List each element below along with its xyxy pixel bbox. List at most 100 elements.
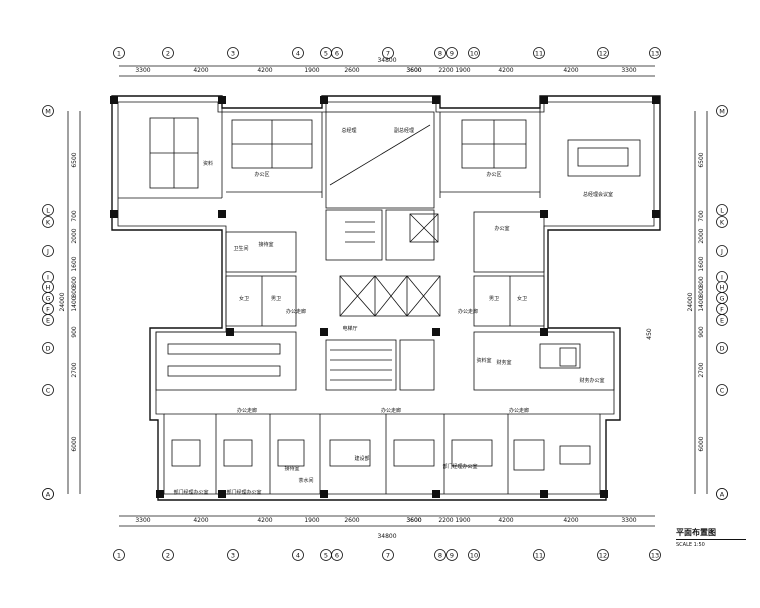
grid-col-top-10: 10 [470, 49, 478, 57]
grid-col-bottom-2-circle [162, 549, 174, 561]
room-label-6: 接待室 [258, 241, 273, 248]
right-total-dim: 24000 [687, 292, 694, 311]
left-dim-5: 800 [71, 286, 78, 298]
room-label-17: 财务室 [496, 359, 511, 366]
grid-col-top-7-circle [382, 47, 394, 59]
grid-col-bottom-13-circle [649, 549, 661, 561]
grid-col-top-1: 1 [117, 49, 121, 57]
grid-col-bottom-10-circle [468, 549, 480, 561]
room-label-14: 女卫 [517, 295, 527, 302]
top-dim-9: 4200 [498, 67, 513, 74]
room-label-2: 总经理 [341, 127, 356, 134]
room-label-5: 总经理会议室 [583, 191, 613, 198]
grid-col-top-1-circle [113, 47, 125, 59]
grid-col-top-2-circle [162, 47, 174, 59]
top-dim-7: 2200 [438, 67, 453, 74]
grid-col-bottom-2: 2 [166, 551, 170, 559]
left-dim-8: 2700 [71, 362, 78, 377]
grid-row-left-D: D [45, 344, 50, 352]
room-label-8: 女卫 [239, 295, 249, 302]
room-label-3: 副总经理 [394, 127, 414, 134]
grid-row-right-D-circle [716, 342, 728, 354]
room-label-4: 办公区 [486, 171, 501, 178]
left-dim-3: 1600 [71, 256, 78, 271]
top-dim-8: 1900 [455, 67, 470, 74]
grid-col-top-2: 2 [166, 49, 170, 57]
room-label-0: 资料 [203, 160, 213, 167]
grid-col-bottom-3: 3 [231, 551, 235, 559]
grid-row-left-K-circle [42, 216, 54, 228]
left-dim-1: 700 [71, 210, 78, 222]
grid-row-right-E-circle [716, 314, 728, 326]
grid-row-left-L-circle [42, 204, 54, 216]
grid-row-right-J: J [720, 247, 723, 255]
bottom-dim-10: 4200 [563, 517, 578, 524]
grid-col-top-10-circle [468, 47, 480, 59]
top-dim-0: 3300 [135, 67, 150, 74]
right-dim-3: 1600 [698, 256, 705, 271]
grid-col-bottom-1-circle [113, 549, 125, 561]
grid-row-left-A-circle [42, 488, 54, 500]
right-dim-2: 2000 [698, 228, 705, 243]
grid-row-right-A-circle [716, 488, 728, 500]
grid-col-bottom-8-circle [434, 549, 446, 561]
grid-col-bottom-5: 5 [324, 551, 328, 559]
grid-row-left-D-circle [42, 342, 54, 354]
bottom-dim-4: 2600 [344, 517, 359, 524]
grid-col-bottom-12-circle [597, 549, 609, 561]
grid-col-top-8-circle [434, 47, 446, 59]
grid-col-top-8: 8 [438, 49, 442, 57]
grid-col-top-4: 4 [296, 49, 300, 57]
right-dim-6: 1400 [698, 296, 705, 311]
grid-row-left-J-circle [42, 245, 54, 257]
grid-row-left-H: H [46, 283, 51, 291]
grid-row-right-K: K [720, 218, 725, 226]
bottom-total-dim: 34800 [377, 533, 396, 540]
grid-row-left-K: K [46, 218, 51, 226]
bottom-dim-2: 4200 [257, 517, 272, 524]
grid-col-bottom-13: 13 [651, 551, 659, 559]
grid-col-top-6: 6 [335, 49, 339, 57]
left-dim-0: 6500 [71, 152, 78, 167]
right-dim-5: 800 [698, 286, 705, 298]
room-label-23: 部门经理办公室 [226, 489, 261, 496]
grid-col-bottom-8: 8 [438, 551, 442, 559]
grid-row-left-A: A [46, 490, 51, 498]
grid-col-bottom-3-circle [227, 549, 239, 561]
room-label-9: 男卫 [271, 296, 281, 302]
title-block: 平面布置图 SCALE 1:50 [676, 527, 756, 553]
grid-col-top-3: 3 [231, 49, 235, 57]
grid-col-bottom-9-circle [446, 549, 458, 561]
grid-col-bottom-1: 1 [117, 551, 121, 559]
grid-col-bottom-7: 7 [386, 551, 390, 559]
room-label-18: 财务办公室 [579, 377, 604, 384]
grid-col-bottom-6: 6 [335, 551, 339, 559]
left-dim-6: 1400 [71, 296, 78, 311]
grid-col-top-13: 13 [651, 49, 659, 57]
grid-row-left-E: E [46, 316, 50, 324]
grid-col-bottom-12: 12 [599, 551, 607, 559]
grid-col-bottom-4: 4 [296, 551, 300, 559]
grid-row-right-J-circle [716, 245, 728, 257]
grid-row-left-M-circle [42, 105, 54, 117]
grid-col-bottom-11-circle [533, 549, 545, 561]
grid-row-right-H: H [720, 283, 725, 291]
room-label-15: 办公室 [494, 225, 509, 232]
grid-row-left-L: L [46, 206, 50, 214]
grid-row-right-G: G [719, 294, 724, 302]
room-label-7: 卫生间 [233, 245, 248, 252]
grid-col-top-11-circle [533, 47, 545, 59]
left-dim-4: 800 [71, 276, 78, 288]
room-label-27: 部门经理办公室 [442, 463, 477, 470]
plan-scale: SCALE 1:50 [676, 542, 705, 548]
grid-row-left-J: J [46, 247, 49, 255]
left-total-dim: 24000 [59, 292, 66, 311]
room-label-10: 办公走廊 [286, 308, 306, 315]
grid-row-right-E: E [720, 316, 724, 324]
grid-col-bottom-7-circle [382, 549, 394, 561]
room-label-19: 办公走廊 [237, 407, 257, 414]
top-dim-11: 3300 [621, 67, 636, 74]
room-label-11: 电梯厅 [342, 325, 357, 332]
right-dim-1: 700 [698, 210, 705, 222]
grid-row-right-M-circle [716, 105, 728, 117]
